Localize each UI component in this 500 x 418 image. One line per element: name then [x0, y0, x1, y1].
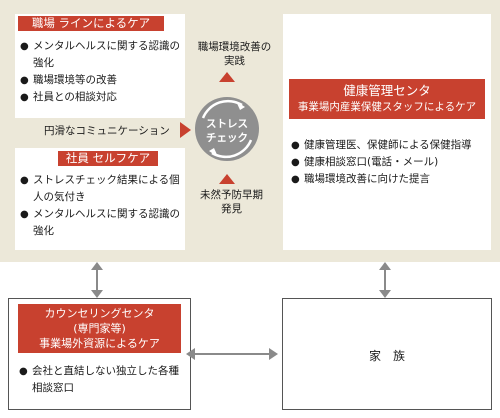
right-arrow-icon — [180, 122, 191, 138]
list-item: 社員との相談対応 — [20, 89, 183, 106]
list-item: 健康相談窓口(電話・メール) — [291, 154, 489, 171]
list-item: 会社と直結しない独立した各種相談窓口 — [19, 363, 184, 397]
counseling-center-list: 会社と直結しない独立した各種相談窓口 — [19, 363, 184, 397]
smooth-communication-label: 円滑なコミュニケーション — [44, 125, 170, 137]
counseling-center-box: カウンセリングセンタ (専門家等) 事業場外資源によるケア 会社と直結しない独立… — [8, 298, 191, 410]
vertical-double-arrow-left — [91, 262, 103, 298]
self-care-title: 社員 セルフケア — [58, 151, 158, 166]
list-item: メンタルヘルスに関する認識の強化 — [20, 206, 183, 240]
counseling-center-title: カウンセリングセンタ (専門家等) 事業場外資源によるケア — [18, 304, 181, 353]
health-center-title: 健康管理センタ 事業場内産業保健スタッフによるケア — [289, 79, 485, 119]
counseling-center-title-line1: カウンセリングセンタ — [44, 307, 155, 320]
family-box: 家 族 — [282, 298, 492, 410]
health-center-list: 健康管理医、保健師による保健指導 健康相談窓口(電話・メール) 職場環境改善に向… — [291, 137, 489, 188]
prevention-early-detection-label: 未然予防早期発見 — [200, 189, 263, 215]
stress-check-circle — [195, 97, 259, 161]
stress-check-graphic: ストレス チェック — [180, 72, 259, 184]
counseling-center-title-line3: 事業場外資源によるケア — [39, 337, 160, 350]
health-center-box: 健康管理センタ 事業場内産業保健スタッフによるケア 健康管理医、保健師による保健… — [283, 14, 491, 250]
list-item: メンタルヘルスに関する認識の強化 — [20, 38, 183, 72]
list-item: 職場環境等の改善 — [20, 72, 183, 89]
self-care-box: 社員 セルフケア ストレスチェック結果による個人の気付き メンタルヘルスに関する… — [15, 148, 185, 250]
list-item: 健康管理医、保健師による保健指導 — [291, 137, 489, 154]
health-center-title-line1: 健康管理センタ — [343, 83, 431, 98]
list-item: ストレスチェック結果による個人の気付き — [20, 172, 183, 206]
up-arrow-icon — [219, 72, 235, 82]
workplace-improvement-label: 職場環境改善の実践 — [197, 41, 272, 67]
workplace-line-care-box: 職場 ラインによるケア メンタルヘルスに関する認識の強化 職場環境等の改善 社員… — [15, 14, 185, 118]
horizontal-double-arrow — [186, 348, 278, 360]
workplace-line-care-list: メンタルヘルスに関する認識の強化 職場環境等の改善 社員との相談対応 — [20, 38, 183, 106]
self-care-list: ストレスチェック結果による個人の気付き メンタルヘルスに関する認識の強化 — [20, 172, 183, 240]
health-center-title-line2: 事業場内産業保健スタッフによるケア — [297, 101, 477, 113]
up-arrow-icon — [219, 174, 235, 184]
counseling-center-title-line2: (専門家等) — [73, 322, 126, 335]
family-label: 家 族 — [368, 349, 405, 363]
stress-check-label-2: チェック — [206, 132, 248, 144]
stress-check-label-1: ストレス — [206, 118, 248, 130]
list-item: 職場環境改善に向けた提言 — [291, 171, 489, 188]
vertical-double-arrow-right — [379, 262, 391, 298]
workplace-line-care-title: 職場 ラインによるケア — [18, 16, 164, 31]
